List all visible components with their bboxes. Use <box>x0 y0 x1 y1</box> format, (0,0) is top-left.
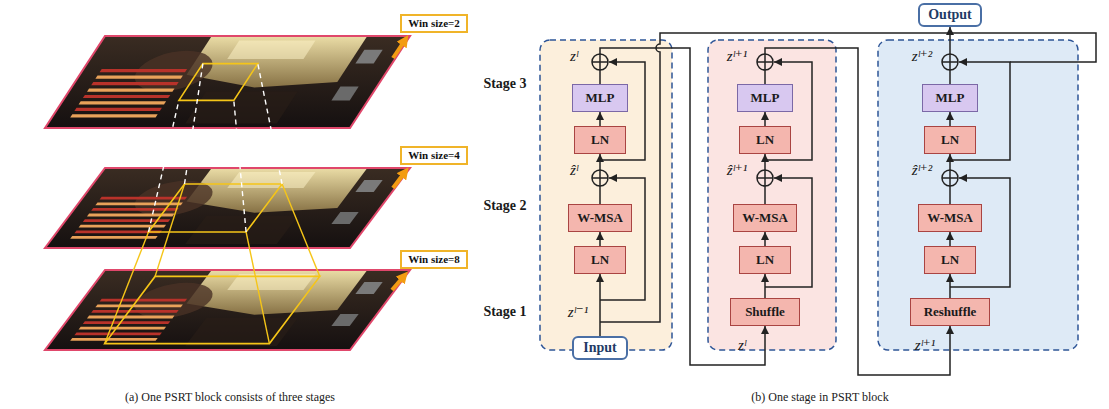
io-box: Input <box>572 336 628 360</box>
box-text: MLP <box>751 91 780 105</box>
box-text: LN <box>591 253 609 267</box>
box-text: W-MSA <box>577 211 623 225</box>
norm-box: LN <box>739 126 791 154</box>
box-text: Win size=2 <box>408 17 460 29</box>
box-text: Win size=4 <box>408 149 460 161</box>
tensor-label: zˡ <box>738 337 746 354</box>
window-size-box: Win size=8 <box>400 250 468 269</box>
image-plane <box>45 270 410 350</box>
box-text: Reshuffle <box>924 305 977 319</box>
shuffle-box: Shuffle <box>730 298 800 326</box>
flow-arrow <box>764 232 766 246</box>
residual-line <box>600 33 1096 322</box>
flow-arrow <box>949 232 951 246</box>
adder-symbol <box>592 54 958 186</box>
caption-text: (a) One PSRT block consists of three sta… <box>125 391 335 404</box>
norm-box: LN <box>924 246 976 274</box>
box-text: LN <box>756 253 774 267</box>
flow-arrow <box>599 274 601 336</box>
flow-arrow <box>949 112 951 126</box>
norm-box: LN <box>574 246 626 274</box>
window-size-box: Win size=2 <box>400 14 468 33</box>
image-plane <box>45 36 410 128</box>
tensor-label: zˡ⁺¹ <box>727 48 747 65</box>
mlp-box: MLP <box>922 84 978 112</box>
tensor-label: zˡ⁺² <box>912 48 932 65</box>
flow-arrow <box>764 274 766 298</box>
box-text: LN <box>941 253 959 267</box>
box-text: LN <box>941 133 959 147</box>
box-text: LN <box>756 133 774 147</box>
image-plane <box>45 168 410 248</box>
stage-label: Stage 3 <box>483 76 526 91</box>
tensor-label: ẑˡ⁺² <box>912 162 932 179</box>
flow-arrow <box>949 274 951 298</box>
tensor-label: zˡ <box>570 48 578 65</box>
stage-region <box>708 40 836 350</box>
stage-region <box>540 40 672 350</box>
box-text: Output <box>928 7 972 22</box>
norm-box: LN <box>574 126 626 154</box>
box-text: MLP <box>586 91 615 105</box>
attention-box: W-MSA <box>568 204 632 232</box>
box-text: W-MSA <box>927 211 973 225</box>
stage-label: Stage 1 <box>483 304 526 319</box>
tensor-label: ẑˡ <box>570 162 578 179</box>
tensor-label: zˡ⁻¹ <box>568 304 588 321</box>
mlp-box: MLP <box>572 84 628 112</box>
attention-box: W-MSA <box>733 204 797 232</box>
io-box: Output <box>918 3 982 27</box>
tensor-label: zˡ⁺¹ <box>915 337 935 354</box>
flow-arrow <box>764 112 766 126</box>
tensor-label: ẑˡ⁺¹ <box>727 162 747 179</box>
stage-region <box>878 40 1078 350</box>
box-text: Win size=8 <box>408 253 460 265</box>
shuffle-box: Reshuffle <box>910 298 990 326</box>
box-text: Shuffle <box>745 305 785 319</box>
window-size-box: Win size=4 <box>400 146 468 165</box>
mlp-box: MLP <box>737 84 793 112</box>
norm-box: LN <box>739 246 791 274</box>
box-text: MLP <box>936 91 965 105</box>
flow-arrow <box>599 232 601 246</box>
window-frustum <box>105 64 320 344</box>
attention-box: W-MSA <box>918 204 982 232</box>
caption-text: (b) One stage in PSRT block <box>751 391 888 404</box>
box-text: LN <box>591 133 609 147</box>
box-text: W-MSA <box>742 211 788 225</box>
box-text: Input <box>583 340 616 355</box>
stage-label: Stage 2 <box>483 198 526 213</box>
norm-box: LN <box>924 126 976 154</box>
flow-arrow <box>599 112 601 126</box>
